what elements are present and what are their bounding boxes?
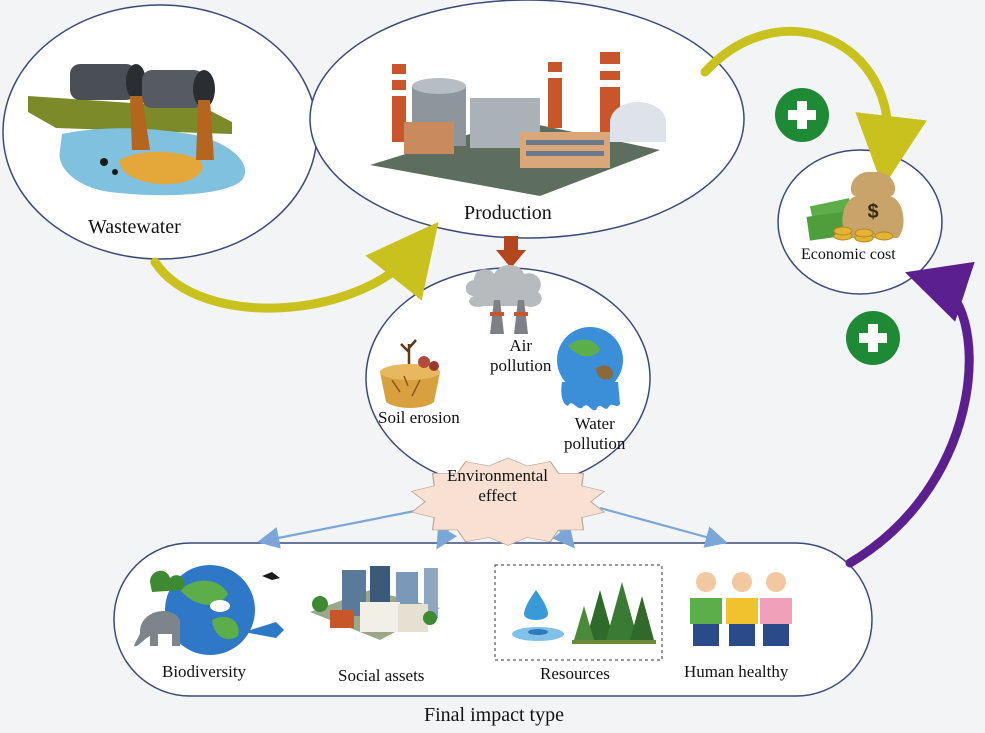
earth-wildlife-icon: [134, 565, 284, 655]
resources-frame: [494, 564, 663, 661]
arrow-wastewater-to-production: [150, 221, 439, 313]
arrow-production-to-economic: [700, 27, 927, 188]
factory-icon: [370, 52, 666, 196]
smoke-stacks-icon: [465, 265, 542, 334]
final-impact-title: Final impact type: [424, 704, 564, 726]
dry-soil-icon: [380, 339, 440, 408]
starburst-icon: [410, 457, 606, 546]
biodiversity-label: Biodiversity: [162, 662, 247, 681]
forest-icon: [572, 582, 656, 644]
air-pollution-label: Air pollution: [490, 336, 552, 375]
melting-earth-icon: [557, 327, 623, 411]
money-bag-icon: $: [806, 172, 904, 243]
soil-erosion-label: Soil erosion: [378, 408, 460, 427]
arrow-impacts-to-economic: [845, 261, 975, 568]
water-drop-icon: [512, 590, 564, 641]
resources-label: Resources: [540, 664, 610, 683]
economic-cost-label: Economic cost: [801, 246, 896, 263]
people-icon: [690, 572, 792, 646]
svg-text:$: $: [867, 201, 878, 223]
environmental-effect-label: Environmental effect: [447, 466, 549, 505]
water-pollution-label: Water pollution: [564, 414, 626, 453]
arrow-production-to-environment: [496, 236, 526, 268]
plus-icon: [775, 88, 829, 142]
social-assets-label: Social assets: [338, 666, 425, 685]
plus-icon: [846, 311, 900, 365]
human-healthy-label: Human healthy: [684, 662, 789, 681]
production-label: Production: [464, 202, 552, 224]
wastewater-pipes-icon: [28, 64, 246, 196]
wastewater-label: Wastewater: [88, 216, 181, 238]
final-impact-box: [113, 542, 873, 697]
city-buildings-icon: [310, 566, 440, 640]
